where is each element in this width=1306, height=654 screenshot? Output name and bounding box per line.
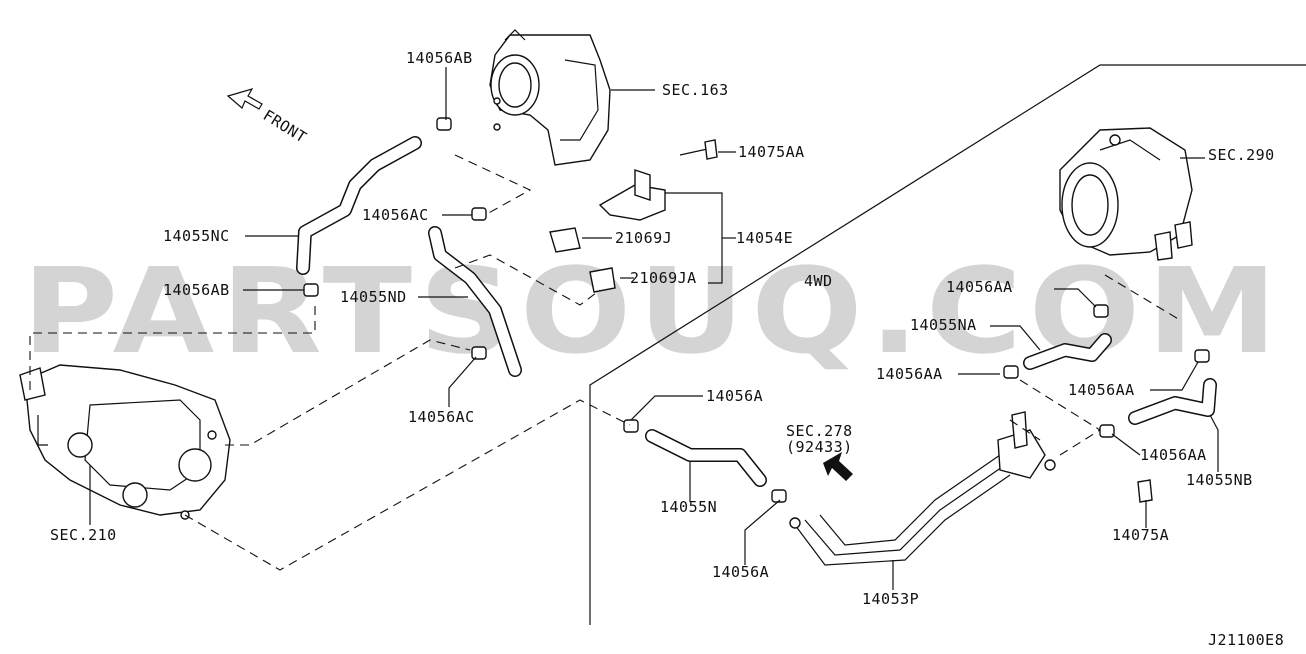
- transfer-unit: [1059, 127, 1193, 261]
- label-sec163: SEC.163: [662, 81, 729, 99]
- part-labels: 14056AB SEC.163 14075AA 14056AC 14055NC …: [50, 49, 1284, 649]
- diagram-code: J21100E8: [1208, 631, 1284, 649]
- throttle-body: [489, 29, 611, 166]
- 4wd-boundary: [589, 64, 1306, 625]
- label-14056a-top: 14056A: [706, 387, 763, 405]
- front-arrow: FRONT: [226, 88, 310, 147]
- label-14056a-bot: 14056A: [712, 563, 769, 581]
- sec278-arrow: [823, 452, 853, 481]
- label-14055na: 14055NA: [910, 316, 977, 334]
- label-sec278: SEC.278: [786, 422, 853, 440]
- label-sec290: SEC.290: [1208, 146, 1275, 164]
- front-label: FRONT: [260, 106, 310, 147]
- label-14055n: 14055N: [660, 498, 717, 516]
- label-14075aa: 14075AA: [738, 143, 805, 161]
- leader-lines: [89, 67, 1219, 590]
- clamp-markers: [303, 117, 1210, 503]
- label-14056aa-1: 14056AA: [946, 278, 1013, 296]
- label-14056ab-top: 14056AB: [406, 49, 473, 67]
- label-14054e: 14054E: [736, 229, 793, 247]
- label-21069ja: 21069JA: [630, 269, 697, 287]
- hose-14055n: [645, 429, 767, 487]
- hose-14055nb: [1128, 378, 1217, 425]
- label-4wd: 4WD: [804, 272, 833, 290]
- water-outlet: [19, 364, 231, 520]
- bracket-14054e: [549, 139, 718, 293]
- label-14056ac-top: 14056AC: [362, 206, 429, 224]
- label-14053p: 14053P: [862, 590, 919, 608]
- hose-14055na: [1023, 333, 1112, 370]
- label-14075a: 14075A: [1112, 526, 1169, 544]
- label-14056aa-2: 14056AA: [876, 365, 943, 383]
- label-21069j: 21069J: [615, 229, 672, 247]
- label-14056aa-3: 14056AA: [1068, 381, 1135, 399]
- label-14055nd: 14055ND: [340, 288, 407, 306]
- hose-14055nd: [428, 226, 522, 377]
- assembly-guides: [29, 154, 1181, 571]
- label-14056aa-4: 14056AA: [1140, 446, 1207, 464]
- hose-14055nc: [296, 136, 422, 275]
- label-14055nb: 14055NB: [1186, 471, 1253, 489]
- label-14055nc: 14055NC: [163, 227, 230, 245]
- label-sec278-code: (92433): [786, 438, 853, 456]
- label-14056ab-mid: 14056AB: [163, 281, 230, 299]
- label-sec210: SEC.210: [50, 526, 117, 544]
- tube-assembly-14053p: [789, 411, 1056, 566]
- label-14056ac-bot: 14056AC: [408, 408, 475, 426]
